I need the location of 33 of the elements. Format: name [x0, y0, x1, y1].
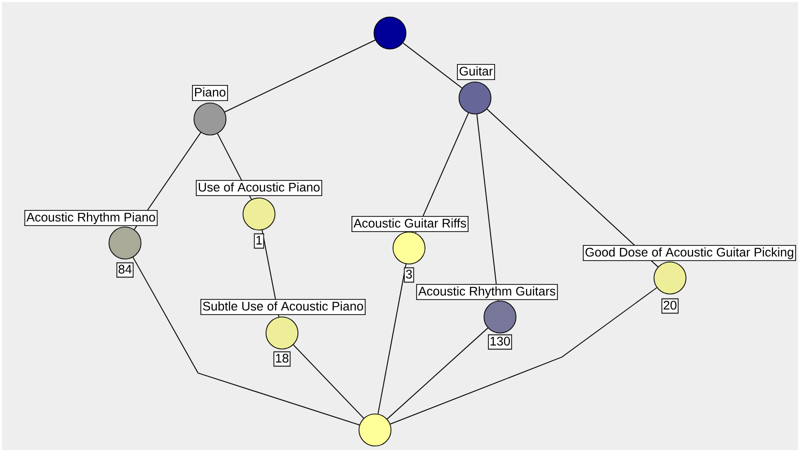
circle-node	[266, 316, 298, 350]
circle-node	[108, 226, 142, 260]
node-label: Subtle Use of Acoustic Piano	[200, 299, 366, 315]
connector-line	[224, 40, 376, 112]
node-label: Acoustic Guitar Riffs	[352, 216, 468, 232]
node-label: Good Dose of Acoustic Guitar Picking	[582, 245, 796, 261]
connector-line	[378, 264, 406, 414]
connector-line	[486, 108, 658, 268]
node-label: Piano	[192, 85, 228, 101]
count-label: 18	[273, 351, 291, 367]
circle-node	[458, 82, 492, 114]
count-label: 3	[404, 267, 414, 283]
connector-line	[386, 328, 488, 420]
connector-line	[476, 114, 499, 302]
circle-node	[194, 102, 226, 136]
node-label: Use of Acoustic Piano	[196, 180, 322, 196]
node-label: Guitar	[456, 64, 496, 80]
connector-line	[292, 344, 364, 419]
circle-node	[484, 300, 516, 334]
count-label: 1	[254, 233, 264, 249]
circle-node	[392, 232, 426, 264]
node-label: Acoustic Rhythm Piano	[24, 210, 158, 226]
count-label: 130	[488, 334, 512, 350]
circle-node	[374, 16, 406, 50]
circle-node	[358, 414, 392, 446]
connector-line	[390, 287, 658, 424]
count-label: 84	[116, 262, 134, 278]
node-label: Acoustic Rhythm Guitars	[416, 284, 558, 300]
connector-line	[402, 42, 462, 88]
connector-line	[132, 256, 360, 426]
circle-node	[242, 198, 276, 230]
count-label: 20	[661, 298, 679, 314]
circle-node	[654, 262, 686, 294]
